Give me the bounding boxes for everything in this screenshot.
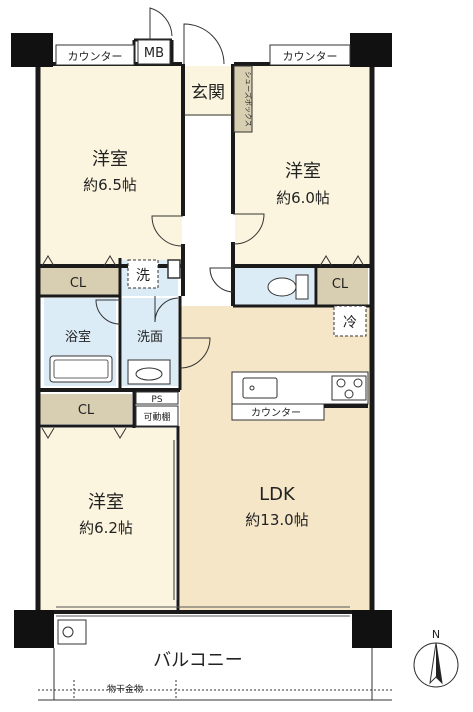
kitchen-sink [242, 377, 278, 399]
entrance-floor [184, 66, 232, 116]
western-room-3-name: 洋室 [88, 492, 124, 513]
balcony-drain-icon [62, 626, 74, 638]
kitchen-bar-counter [231, 403, 325, 421]
movable-shelf [135, 405, 179, 427]
western-room-3-size: 約6.2帖 [79, 519, 133, 537]
washing-machine [127, 259, 159, 289]
laundry-pole-marks [73, 680, 177, 700]
toilet-tank [295, 274, 309, 300]
north-label: N [432, 628, 440, 641]
pipe-space [135, 391, 179, 405]
western-room-2-door-swing [232, 213, 265, 245]
ldk-size: 約13.0帖 [245, 511, 308, 529]
closet-3-door-marks [41, 427, 127, 439]
washroom-label: 洗面 [137, 330, 163, 345]
closet-2-floor [318, 268, 368, 306]
sliding-door [173, 440, 178, 600]
counter-top-right-label: カウンター [283, 50, 338, 63]
refrigerator [333, 305, 367, 337]
kitchen-counter-label: カウンター [251, 407, 301, 419]
balcony-label: バルコニー [153, 650, 243, 671]
sink-drain-icon [249, 385, 255, 391]
wash-basin-bowl [135, 367, 163, 381]
closet-2-label: CL [332, 277, 349, 292]
closet-3-floor [40, 394, 132, 424]
washing-machine-label: 洗 [136, 268, 150, 284]
structural-columns [11, 33, 392, 648]
western-room-2-name: 洋室 [285, 161, 321, 182]
laundry-pipe [167, 259, 181, 279]
bath-label: 浴室 [65, 329, 91, 345]
stove-burner-icon [331, 375, 367, 401]
refrigerator-label: 冷 [343, 315, 357, 331]
toilet-door-swing [209, 267, 234, 293]
balcony-windows [56, 606, 350, 617]
mb-box [137, 39, 171, 65]
balcony-outline [38, 648, 392, 701]
kitchen-wall-edge [324, 404, 368, 408]
toilet-bowl [267, 277, 297, 297]
entrance-label: 玄関 [191, 83, 225, 103]
mb-door-swing [149, 7, 173, 40]
closet-1-label: CL [70, 276, 87, 291]
bathtub [49, 355, 113, 383]
western-room-1-size: 約6.5帖 [83, 176, 137, 194]
western-room-1-floor [40, 66, 182, 266]
western-room-1-name: 洋室 [92, 149, 128, 170]
counter-top-right [269, 44, 351, 66]
ldk-name: LDK [259, 484, 296, 505]
entrance-door-swing [183, 23, 225, 65]
washroom-entry-door-swing [154, 296, 179, 323]
counter-top-left-label: カウンター [68, 50, 123, 63]
washroom-door-swing [179, 337, 211, 369]
movable-shelf-label: 可動棚 [143, 411, 170, 423]
pipe-space-label: PS [151, 395, 162, 405]
bath-door-swing [95, 299, 121, 325]
north-arrow-icon [413, 642, 459, 688]
closet-1-floor [40, 268, 120, 296]
western-room-2-size: 約6.0帖 [276, 189, 330, 207]
bathtub-inner [53, 359, 109, 379]
closet-3-label: CL [78, 403, 95, 418]
closet-2-door-marks [319, 255, 365, 267]
kitchen-counter [231, 371, 369, 405]
counter-top-left [55, 44, 135, 66]
ldk-floor [180, 306, 370, 612]
mb-label: MB [144, 46, 164, 61]
western-room-1-door-swing [151, 215, 184, 247]
closet-1-door-marks [41, 255, 117, 267]
laundry-pole-label: 物干金物 [107, 683, 143, 695]
shoe-box-label: シューズボックス [244, 71, 253, 126]
western-room-3-floor [40, 428, 176, 612]
shoe-box [233, 65, 253, 133]
balcony-drain [57, 619, 87, 645]
